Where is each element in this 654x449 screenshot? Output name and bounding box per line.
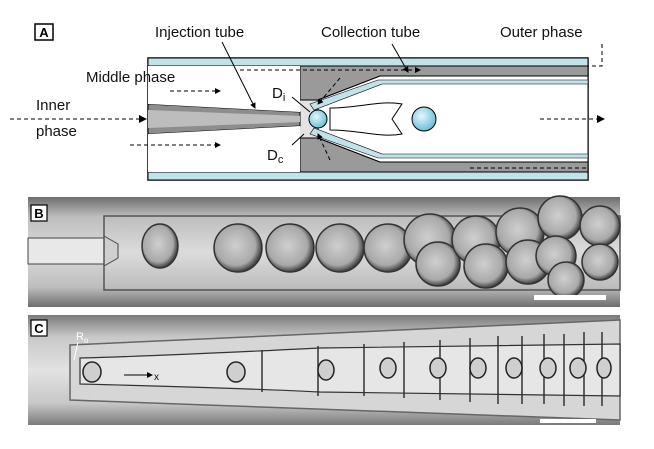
label-inner-phase-1: Inner [36, 97, 70, 114]
di-leader [291, 96, 311, 113]
collection-leader [391, 43, 409, 73]
jet-shell [329, 102, 403, 136]
panel-c: x Ro C [28, 315, 621, 425]
label-dc: Dc [267, 147, 284, 166]
collection-tube [299, 65, 589, 173]
middle-phase-region [148, 66, 300, 112]
panel-b-tag-box [30, 204, 48, 222]
panel-c-tag-box [30, 319, 48, 337]
panel-c-tag: C [34, 321, 44, 336]
panel-a-tag-box [34, 23, 54, 41]
panel-c-scale-bar [540, 419, 596, 423]
outer-phase-leader [588, 44, 603, 67]
panel-c-ro-label: Ro [76, 331, 89, 345]
panel-b-scale-bar [534, 295, 606, 300]
label-outer-phase: Outer phase [500, 24, 583, 41]
label-collection-tube: Collection tube [321, 24, 420, 41]
panel-c-droplets [82, 357, 612, 383]
panel-a: A [10, 23, 605, 181]
label-di: Di [272, 85, 285, 104]
injection-tube [147, 103, 301, 135]
label-middle-phase: Middle phase [86, 69, 175, 86]
middle-phase-region-lower [148, 126, 300, 172]
panel-b-droplets [141, 195, 621, 299]
label-injection-tube: Injection tube [155, 24, 244, 41]
panel-c-ro-leader [73, 341, 79, 361]
released-droplet [411, 106, 437, 132]
injection-leader [221, 41, 256, 109]
flow-arrows [10, 67, 605, 169]
label-inner-phase-2: phase [36, 123, 77, 140]
dc-leader [291, 133, 305, 146]
panel-c-jet [79, 343, 621, 397]
panel-c-x-label: x [154, 372, 159, 383]
panel-a-tag: A [39, 25, 49, 40]
panel-b-tag: B [34, 206, 43, 221]
forming-droplet [308, 109, 328, 129]
panel-b: B [27, 195, 621, 307]
